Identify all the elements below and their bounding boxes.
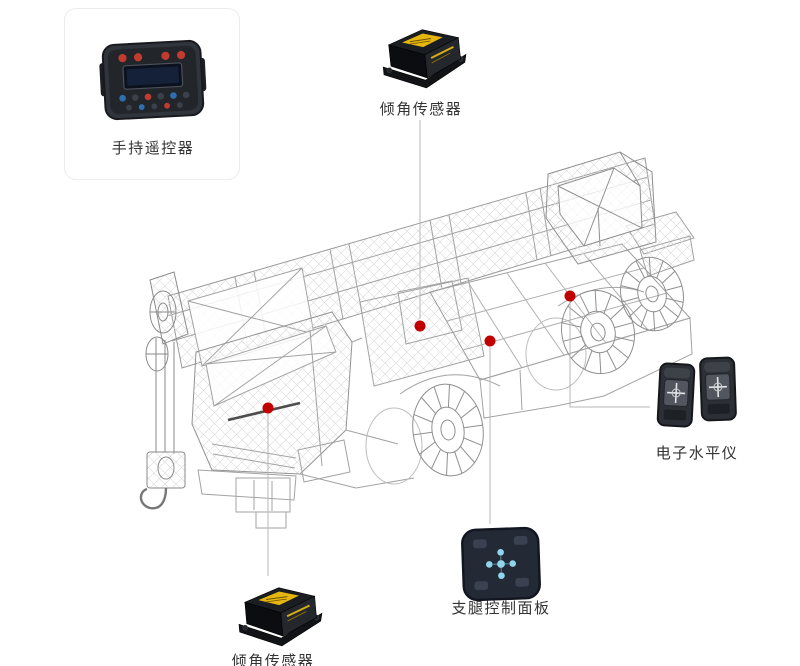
turntable-housing xyxy=(351,277,485,387)
remote-controller-callout: 手持遥控器 xyxy=(64,8,240,180)
wheel-rear-far xyxy=(620,256,684,332)
outrigger-panel-image xyxy=(459,525,544,604)
operator-cab xyxy=(545,151,657,265)
driver-cab xyxy=(191,311,353,529)
electronic-level-label: 电子水平仪 xyxy=(655,444,739,462)
electronic-level-image-1 xyxy=(654,361,697,429)
electronic-level-image-2 xyxy=(697,355,739,422)
tilt-sensor-bottom-label: 倾角传感器 xyxy=(231,652,315,666)
wheel-rear-outer xyxy=(561,289,635,375)
tilt-sensor-top-label: 倾角传感器 xyxy=(379,100,463,118)
mount-point-marker-2 xyxy=(484,335,496,347)
mount-point-marker-3 xyxy=(564,290,576,302)
mount-point-marker-1 xyxy=(414,320,426,332)
tilt-sensor-bottom-image xyxy=(231,574,327,652)
wheel-ghost-rear xyxy=(365,317,587,485)
remote-controller-image xyxy=(96,32,211,128)
remote-controller-label: 手持遥控器 xyxy=(111,139,195,157)
outrigger-panel-label: 支腿控制面板 xyxy=(451,599,551,617)
boom-head-and-hook xyxy=(139,271,189,510)
connector-level xyxy=(569,302,650,408)
tilt-sensor-top-image xyxy=(375,15,472,94)
mount-point-marker-4 xyxy=(262,402,274,414)
wheel-front xyxy=(412,383,484,477)
